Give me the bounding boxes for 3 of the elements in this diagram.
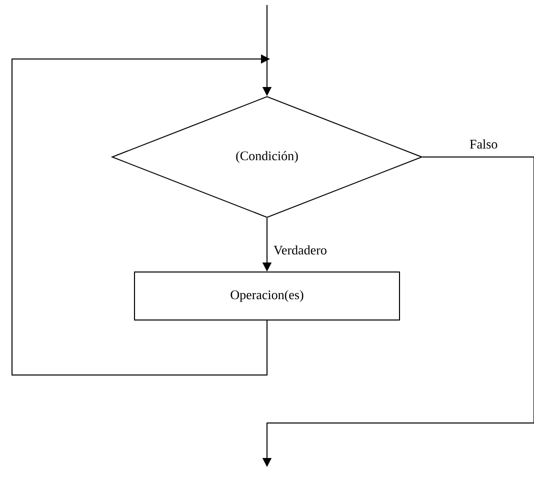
edge-label: Falso <box>468 138 499 150</box>
process-box: Operacion(es) <box>134 272 400 320</box>
edge-label: Verdadero <box>272 244 328 256</box>
